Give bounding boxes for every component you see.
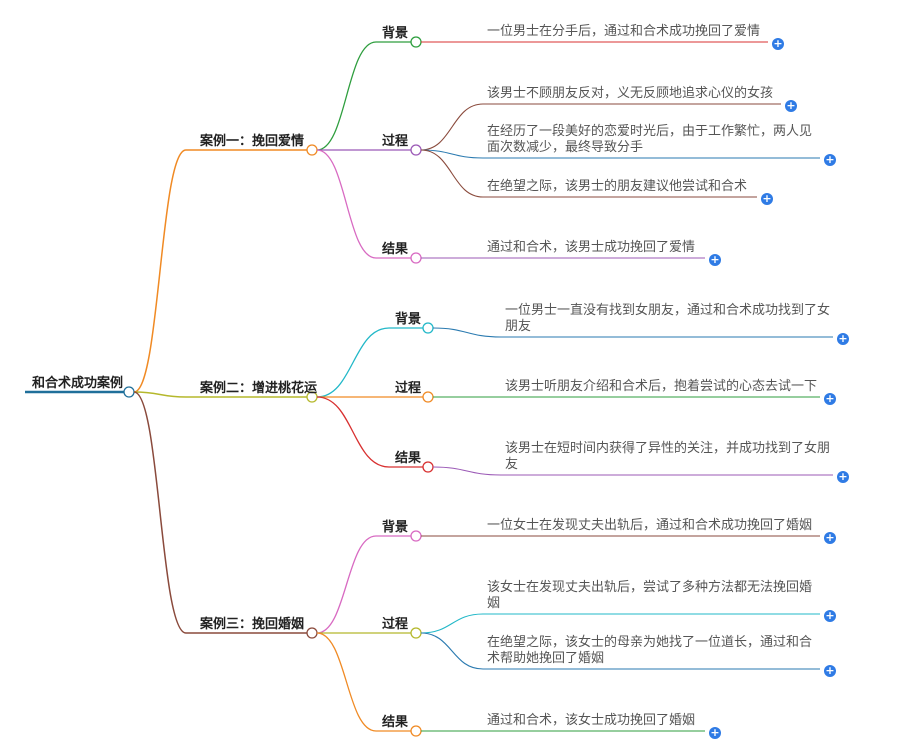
- leaf-link: [420, 149, 484, 159]
- expand-plus-icon[interactable]: +: [785, 99, 797, 112]
- leaf-link: [420, 613, 484, 634]
- category-link: [316, 327, 390, 398]
- expand-plus-icon[interactable]: +: [709, 726, 721, 739]
- case-link: [133, 391, 187, 634]
- leaf-node-label: 通过和合术，该男士成功挽回了爱情: [487, 240, 696, 255]
- category-node-handle[interactable]: [410, 36, 422, 48]
- expand-plus-icon[interactable]: +: [761, 192, 773, 205]
- case-link: [133, 391, 187, 398]
- root-node-label: 和合术成功案例: [32, 376, 124, 391]
- leaf-node-label: 该女士在发现丈夫出轨后，尝试了多种方法都无法挽回婚: [487, 580, 813, 595]
- leaf-node-label: 在绝望之际，该男士的朋友建议他尝试和合术: [487, 179, 748, 194]
- expand-plus-icon[interactable]: +: [837, 332, 849, 345]
- leaf-link: [432, 327, 502, 338]
- leaf-node-label: 一位男士在分手后，通过和合术成功挽回了爱情: [487, 24, 761, 39]
- case-link: [133, 149, 187, 393]
- leaf-node-label: 在经历了一段美好的恋爱时光后，由于工作繁忙，两人见: [487, 124, 813, 139]
- leaf-node-label: 该男士在短时间内获得了异性的关注，并成功找到了女朋: [505, 441, 831, 456]
- expand-plus-icon[interactable]: +: [772, 37, 784, 50]
- category-node-handle[interactable]: [410, 252, 422, 264]
- category-node-handle[interactable]: [410, 530, 422, 542]
- leaf-node-label: 术帮助她挽回了婚姻: [487, 651, 605, 666]
- category-link: [316, 41, 377, 151]
- expand-plus-icon[interactable]: +: [824, 153, 836, 166]
- category-node-label: 背景: [382, 520, 409, 535]
- root-node-handle[interactable]: [123, 386, 135, 398]
- leaf-node-label: 朋友: [505, 319, 532, 334]
- category-node-handle[interactable]: [422, 322, 434, 334]
- category-node-handle[interactable]: [410, 627, 422, 639]
- leaf-link: [420, 632, 484, 670]
- leaf-link: [432, 466, 502, 476]
- expand-plus-icon[interactable]: +: [824, 664, 836, 677]
- leaf-node-label: 该男士不顾朋友反对，义无反顾地追求心仪的女孩: [487, 86, 774, 101]
- expand-plus-icon[interactable]: +: [824, 609, 836, 622]
- category-node-label: 过程: [382, 134, 409, 149]
- leaf-node-label: 面次数减少，最终导致分手: [487, 140, 644, 155]
- case-node-label: 案例二：增进桃花运: [200, 381, 318, 396]
- category-node-label: 结果: [395, 451, 422, 466]
- category-node-handle[interactable]: [422, 461, 434, 473]
- category-link: [316, 535, 377, 634]
- leaf-node-label: 在绝望之际，该女士的母亲为她找了一位道长，通过和合: [487, 635, 813, 650]
- category-node-handle[interactable]: [410, 725, 422, 737]
- category-node-label: 过程: [395, 381, 422, 396]
- leaf-link: [420, 103, 484, 151]
- category-node-label: 结果: [382, 715, 409, 730]
- leaf-node-label: 一位女士在发现丈夫出轨后，通过和合术成功挽回了婚姻: [487, 518, 813, 533]
- category-node-handle[interactable]: [410, 144, 422, 156]
- leaf-node-label: 一位男士一直没有找到女朋友，通过和合术成功找到了女: [505, 303, 831, 318]
- expand-plus-icon[interactable]: +: [709, 253, 721, 266]
- expand-plus-icon[interactable]: +: [824, 392, 836, 405]
- case-node-label: 案例三：挽回婚姻: [200, 617, 305, 632]
- leaf-node-label: 该男士听朋友介绍和合术后，抱着尝试的心态去试一下: [505, 379, 818, 394]
- category-node-label: 过程: [382, 617, 409, 632]
- category-link: [316, 632, 377, 732]
- case-node-label: 案例一：挽回爱情: [200, 134, 305, 149]
- category-node-label: 背景: [382, 26, 409, 41]
- category-node-label: 结果: [382, 242, 409, 257]
- category-node-label: 背景: [395, 312, 422, 327]
- leaf-node-label: 友: [505, 457, 519, 472]
- expand-plus-icon[interactable]: +: [837, 470, 849, 483]
- case-node-handle[interactable]: [306, 144, 318, 156]
- category-link: [316, 149, 377, 259]
- category-link: [316, 396, 390, 468]
- leaf-node-label: 姻: [487, 596, 501, 611]
- leaf-node-label: 通过和合术，该女士成功挽回了婚姻: [487, 713, 696, 728]
- expand-plus-icon[interactable]: +: [824, 531, 836, 544]
- leaf-link: [420, 149, 484, 198]
- category-node-handle[interactable]: [422, 391, 434, 403]
- case-node-handle[interactable]: [306, 627, 318, 639]
